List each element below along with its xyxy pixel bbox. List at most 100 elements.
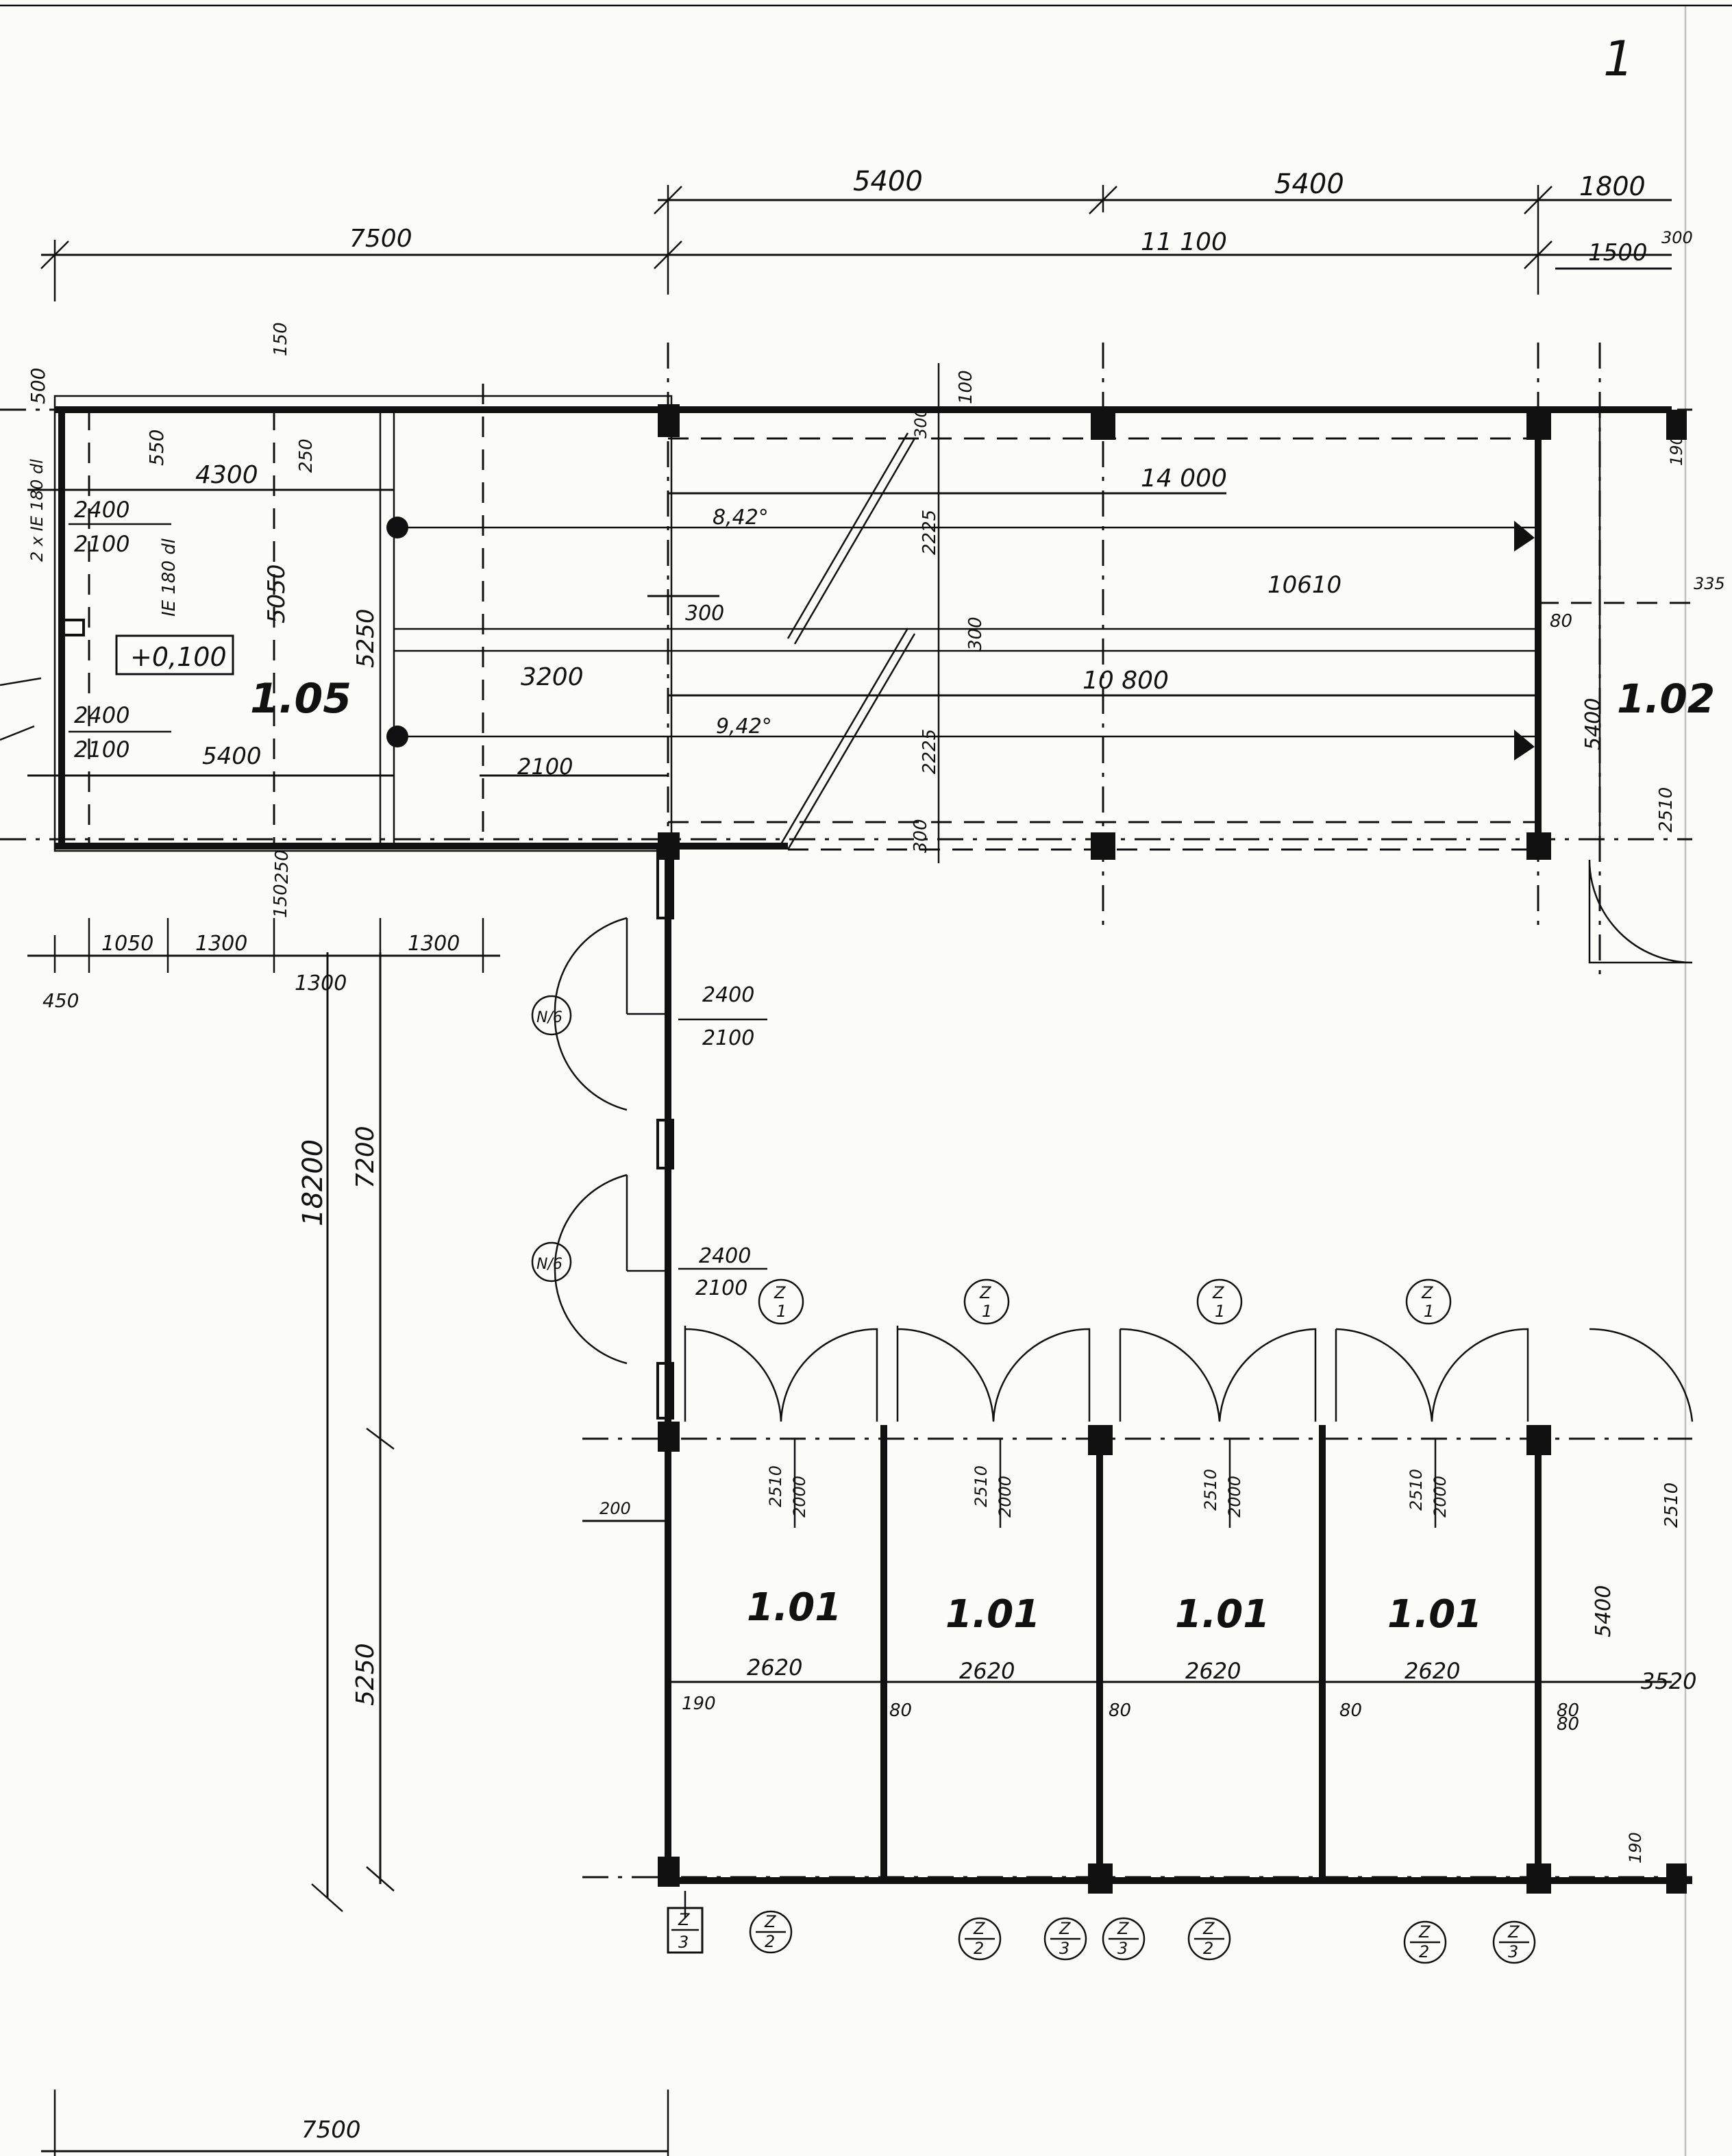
garage-3-number: 1.01 <box>1175 1592 1270 1637</box>
dim-80-room102: 80 <box>1550 611 1572 632</box>
dim-7200: 7200 <box>351 1126 380 1189</box>
dim-5400-room102: 5400 <box>1581 698 1605 750</box>
wall-80-c: 80 <box>1339 1700 1362 1721</box>
door-3-height-bottom: 2000 <box>1225 1476 1244 1517</box>
dim-5400-room102-b: 5400 <box>1592 1585 1616 1637</box>
dim-10610: 10610 <box>1267 571 1341 599</box>
dim-5050: 5050 <box>263 564 290 623</box>
dim-300-canopy-d: 300 <box>911 407 930 438</box>
dim-300-canopy-a: 300 <box>685 602 724 625</box>
dim-550: 550 <box>145 430 168 466</box>
dim-190-room102-b: 190 <box>1626 1832 1645 1863</box>
dim-1500: 1500 <box>1588 239 1648 267</box>
dim-3200: 3200 <box>521 663 584 691</box>
dim-1800: 1800 <box>1579 171 1646 201</box>
room-105: +0,100 1.05 4300 5400 2400 2100 2400 210… <box>0 322 788 1012</box>
door-2-height-top: 2510 <box>972 1465 991 1507</box>
door-height-2100-b: 2100 <box>695 1276 747 1300</box>
dim-2400-a: 2400 <box>74 497 129 523</box>
room-102: 1.02 5400 2510 80 190 3520 5400 2510 190… <box>1550 410 1725 1863</box>
dim-150-b: 150 <box>271 884 291 918</box>
dim-5250-left: 5250 <box>351 1643 380 1706</box>
tag-bottom-1-bottom: 3 <box>678 1933 689 1952</box>
dim-18200: 18200 <box>297 1139 329 1226</box>
dim-1300-a: 1300 <box>195 932 247 956</box>
dim-1300-b: 1300 <box>408 932 460 956</box>
tag-bottom-3-bottom: 2 <box>974 1939 984 1958</box>
tag-bottom-2-top: Z <box>764 1912 776 1931</box>
tag-bottom-6-top: Z <box>1202 1919 1215 1938</box>
dim-250-b: 250 <box>272 850 293 884</box>
garage-4-width: 2620 <box>1405 1658 1460 1684</box>
wall-80-a: 80 <box>889 1700 912 1721</box>
dim-1050: 1050 <box>101 932 153 956</box>
tag-z1-c-top: Z <box>1212 1283 1224 1302</box>
room-102-number: 1.02 <box>1617 676 1715 722</box>
door-1-height-top: 2510 <box>766 1465 785 1507</box>
tag-bottom-5-bottom: 3 <box>1117 1939 1128 1958</box>
door-tag-n6-a: N/6 <box>536 1009 562 1026</box>
dim-100-canopy: 100 <box>956 370 976 404</box>
top-dimension-lines: 5400 5400 1800 7500 11 100 1500 300 <box>40 166 1693 301</box>
wall-80-d: 80 <box>1557 1700 1579 1721</box>
dim-300-canopy-b: 300 <box>965 617 986 651</box>
door-height-2400-b: 2400 <box>699 1244 751 1268</box>
tag-z1-a-bottom: 1 <box>776 1302 787 1321</box>
tag-z1-d-bottom: 1 <box>1424 1302 1434 1321</box>
dim-2100-a: 2100 <box>74 531 129 557</box>
garage-4-number: 1.01 <box>1387 1592 1482 1637</box>
garage-3-width: 2620 <box>1185 1658 1241 1684</box>
door-2-height-bottom: 2000 <box>995 1476 1015 1517</box>
dim-5400-room105: 5400 <box>202 743 262 770</box>
dim-2100-b: 2100 <box>74 736 129 763</box>
dim-335: 335 <box>1694 574 1725 593</box>
wall-80-b: 80 <box>1109 1700 1131 1721</box>
dim-500: 500 <box>27 368 49 404</box>
tag-z1-c-bottom: 1 <box>1215 1302 1225 1321</box>
dim-450: 450 <box>42 989 79 1012</box>
beam-label-1: IE 180 dl <box>159 538 180 617</box>
dim-300-top: 300 <box>1661 228 1693 247</box>
garage-1-number: 1.01 <box>747 1585 841 1630</box>
tag-bottom-1-top: Z <box>678 1910 690 1929</box>
garages: Z 1 Z 1 Z 1 Z 1 1.01 1.01 1.01 1.01 2620… <box>658 1278 1694 1894</box>
tag-bottom-8-bottom: 3 <box>1508 1942 1518 1961</box>
tag-z1-b-bottom: 1 <box>982 1302 992 1321</box>
tag-bottom-6-bottom: 2 <box>1203 1939 1213 1958</box>
dim-10800: 10 800 <box>1082 667 1169 695</box>
door-tag-n6-b: N/6 <box>536 1256 562 1273</box>
canopy-area: 14 000 10610 10 800 3200 2100 300 300 30… <box>386 363 1692 863</box>
door-4-height-bottom: 2000 <box>1431 1476 1450 1517</box>
room-105-number: 1.05 <box>250 675 351 723</box>
dim-11100: 11 100 <box>1141 228 1227 256</box>
dim-7500-top: 7500 <box>349 225 412 253</box>
dim-2510-room102-b: 2510 <box>1661 1483 1682 1528</box>
door-height-2400-a: 2400 <box>702 983 754 1007</box>
dim-1300-c: 1300 <box>295 971 347 995</box>
tag-bottom-3-top: Z <box>973 1919 985 1938</box>
slope-2: 9,42° <box>716 715 772 739</box>
dim-80-room102-b: 80 <box>1557 1714 1579 1735</box>
tag-bottom-7-bottom: 2 <box>1419 1942 1429 1961</box>
dim-2225-b: 2225 <box>919 729 940 774</box>
tag-bottom-2-bottom: 2 <box>765 1932 775 1951</box>
door-height-2100-a: 2100 <box>702 1026 754 1050</box>
dim-7500-bottom: 7500 <box>301 2116 361 2144</box>
level-label: +0,100 <box>130 642 227 672</box>
dim-5400-b: 5400 <box>1274 169 1344 200</box>
dim-300-canopy-c: 300 <box>911 819 931 853</box>
dim-150-a: 150 <box>271 322 291 356</box>
tag-bottom-4-bottom: 3 <box>1059 1939 1069 1958</box>
dim-2510-room102: 2510 <box>1656 787 1677 832</box>
dim-200: 200 <box>599 1499 631 1518</box>
tag-z1-d-top: Z <box>1421 1283 1433 1302</box>
door-4-height-top: 2510 <box>1407 1469 1426 1511</box>
side-doors: N/6 N/6 2400 2100 2400 2100 <box>531 848 767 1884</box>
dim-2400-b: 2400 <box>74 702 129 728</box>
beam-label-2: 2 x IE 180 dl <box>27 459 47 562</box>
garage-2-number: 1.01 <box>945 1592 1040 1637</box>
dim-4300: 4300 <box>195 461 258 489</box>
level-box <box>115 634 234 676</box>
tag-bottom-5-top: Z <box>1117 1919 1129 1938</box>
